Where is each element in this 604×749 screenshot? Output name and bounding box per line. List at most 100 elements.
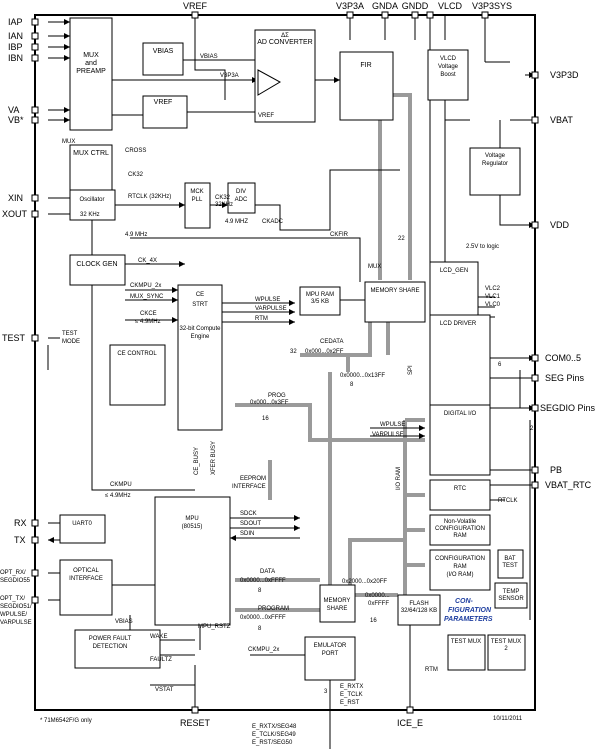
sig-ckfir: CKFIR <box>330 232 349 238</box>
sig-wpulse: WPULSE <box>255 297 280 303</box>
div-adc-block: DIV ADC <box>227 182 256 214</box>
mpu-block: MPU (80515) <box>154 496 231 626</box>
pin-v3p3a: V3P3A <box>336 1 364 11</box>
sig-mpu-rstz: MPU_RSTZ <box>198 624 231 630</box>
sig-data-addr: 0x0000...0xFFFF <box>240 578 286 584</box>
optical-label-1: OPTICAL <box>73 568 99 574</box>
chip-outline <box>34 14 536 711</box>
sig-test-mode-2: MODE <box>62 339 80 345</box>
pin-rx: RX <box>14 518 27 528</box>
pin-vref: VREF <box>183 1 208 11</box>
sig-test-mode-1: TEST <box>62 331 78 337</box>
sig-32: 32 <box>290 349 297 355</box>
pin-xout: XOUT <box>2 209 28 219</box>
ce-label-4: Engine <box>191 334 210 340</box>
sig-sdout: SDOUT <box>240 521 261 527</box>
pin-opt-rx: OPT_RX/ <box>0 570 26 576</box>
ce-label-1: CE <box>196 292 204 298</box>
mpu-label-2: (80515) <box>182 524 203 530</box>
sig-program: PROGRAM <box>258 606 289 612</box>
mck-pll-block: MCK PLL <box>184 182 211 229</box>
nv-config-label-2: CONFIGURATION <box>435 526 485 532</box>
footnote: * 71M6542F/G only <box>40 718 92 724</box>
memory-share-bottom-label-1: MEMORY <box>324 598 351 604</box>
sig-sdin: SDIN <box>240 531 254 537</box>
rtc-label: RTC <box>454 486 467 492</box>
sig-prog: PROG <box>268 393 286 399</box>
mpu-ram-label-1: MPU RAM <box>306 292 334 298</box>
sig-wake: WAKE <box>150 634 167 640</box>
test-mux2-block: TEST MUX 2 <box>487 634 526 671</box>
sig-ckmpu-2x: CKMPU_2x <box>130 283 161 289</box>
rtc-block: RTC <box>429 479 491 511</box>
temp-sensor-label-2: SENSOR <box>498 596 524 602</box>
pin-v3p3d: V3P3D <box>550 70 579 80</box>
vlcd-boost-block: VLCD Voltage Boost <box>427 49 469 101</box>
pin-vb: VB* <box>8 115 24 125</box>
sig-varpulse2: VARPULSE <box>372 432 404 438</box>
lcd-driver-label: LCD DRIVER <box>440 321 477 327</box>
voltage-regulator-label-2: Regulator <box>482 161 508 167</box>
sig-mux: MUX <box>62 139 75 145</box>
sig-ck-4x: CK_4X <box>138 258 157 264</box>
pin-gnda: GNDA <box>372 1 398 11</box>
sig-ckmpu-2x-b: CKMPU_2x <box>248 647 279 653</box>
mck-pll-label-1: MCK <box>190 189 203 195</box>
sig-wpulse2: WPULSE <box>380 422 405 428</box>
pin-tx: TX <box>14 535 26 545</box>
sig-ck32b: CK32 <box>215 195 231 201</box>
sig-16: 16 <box>262 416 269 422</box>
sig-e-rst: E_RST <box>340 700 360 706</box>
comparator-symbol <box>257 69 282 96</box>
pin-com: COM0..5 <box>545 353 581 363</box>
sig-2: 2 <box>530 426 534 432</box>
digital-io-label: DIGITAL I/O <box>444 411 477 417</box>
sig-sdck: SDCK <box>240 511 257 517</box>
sig-rtm: RTM <box>255 316 268 322</box>
lcd-gen-block: LCD_GEN <box>429 261 479 323</box>
pin-vlcd: VLCD <box>438 1 463 11</box>
sig-program-addr: 0x0000...0xFFFF <box>240 615 286 621</box>
lcd-driver-block: LCD DRIVER <box>429 314 491 406</box>
emulator-port-block: EMULATOR PORT <box>304 636 356 681</box>
vlcd-boost-label-2: Voltage <box>438 64 459 70</box>
mux-ctrl-block: MUX CTRL <box>69 144 113 191</box>
sig-seg50: E_RST/SEG50 <box>252 740 293 746</box>
emulator-label-2: PORT <box>322 651 339 657</box>
optical-interface-block: OPTICAL INTERFACE <box>59 559 113 616</box>
mpu-ram-block: MPU RAM 3/5 KB <box>299 286 341 316</box>
pin-xin: XIN <box>8 193 23 203</box>
bat-test-block: BAT TEST <box>497 549 524 579</box>
sig-cedata: CEDATA <box>320 339 343 345</box>
sig-eeprom-2: INTERFACE <box>232 484 266 490</box>
sig-vlc1: VLC1 <box>485 294 501 300</box>
uart0-label: UART0 <box>72 521 92 527</box>
sig-rtm2: RTM <box>425 667 438 673</box>
flash-label-2: 32/64/128 KB <box>401 608 437 614</box>
sig-faultz: FAULTZ <box>150 657 172 663</box>
sig-vref: VREF <box>258 113 274 119</box>
config-ram-label-3: (I/O RAM) <box>447 572 474 578</box>
config-params-2: FIGURATION <box>448 607 492 614</box>
mpu-ram-label-2: 3/5 KB <box>311 299 329 305</box>
sig-6: 6 <box>498 362 502 368</box>
nv-config-label-3: RAM <box>453 533 466 539</box>
oscillator-label: Oscillator <box>79 197 104 203</box>
test-mux2-label-2: 2 <box>504 646 508 652</box>
sig-to-logic: 2.5V to logic <box>466 244 499 250</box>
vlcd-boost-label-3: Boost <box>440 72 456 78</box>
pin-ibp: IBP <box>8 42 23 52</box>
config-ram-block: CONFIGURATION RAM (I/O RAM) <box>429 549 491 591</box>
sig-4-9mhz-b: 4.9 MHz <box>125 232 147 238</box>
pin-segdio: SEGDIO Pins <box>540 403 596 413</box>
sig-8c: 8 <box>258 626 262 632</box>
pin-ice-e: ICE_E <box>397 718 423 728</box>
pin-pb: PB <box>550 465 562 475</box>
vbias-label: VBIAS <box>153 48 174 55</box>
sig-xfer-busy: XFER BUSY <box>211 441 217 475</box>
test-mux-block: TEST MUX <box>447 634 486 671</box>
pin-markers <box>31 11 539 714</box>
sig-addr-13ff: 0x0000...0x13FF <box>340 373 385 379</box>
sig-vstat: VSTAT <box>155 687 174 693</box>
